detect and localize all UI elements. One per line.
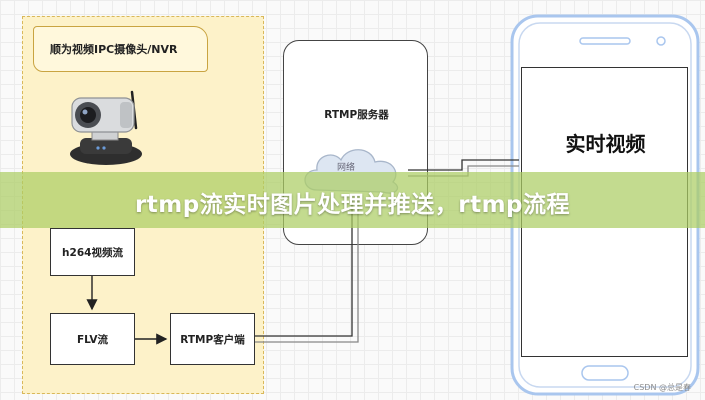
client-to-server-link bbox=[255, 200, 359, 343]
banner-title: rtmp流实时图片处理并推送，rtmp流程 bbox=[134, 192, 571, 218]
ip-camera-icon bbox=[70, 90, 142, 165]
rtmp-client-box: RTMP客户端 bbox=[170, 313, 255, 365]
flv-stream-box: FLV流 bbox=[50, 313, 135, 365]
title-banner: rtmp流实时图片处理并推送，rtmp流程 bbox=[0, 172, 705, 228]
h264-stream-box: h264视频流 bbox=[50, 228, 135, 276]
device-title: 顺为视频IPC摄像头/NVR bbox=[50, 43, 178, 56]
device-title-note: 顺为视频IPC摄像头/NVR bbox=[33, 26, 208, 72]
realtime-video-label: 实时视频 bbox=[565, 132, 646, 156]
watermark: CSDN @总是春 bbox=[633, 383, 691, 392]
rtmp-server-label: RTMP服务器 bbox=[324, 109, 389, 121]
network-label: 网络 bbox=[337, 163, 356, 173]
